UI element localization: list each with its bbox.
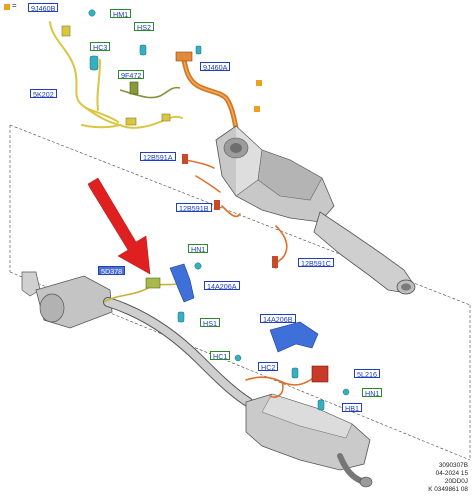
- legend-orange-square: [4, 4, 10, 10]
- label-hs1: HS1: [200, 318, 220, 328]
- label-5k202: 5K202: [30, 89, 57, 99]
- sensor-5l216-body: [311, 365, 329, 383]
- bracket-14a206b: [269, 321, 319, 353]
- label-hb1: HB1: [342, 403, 362, 413]
- label-hc3: HC3: [90, 42, 111, 52]
- stamp-line-2: 04-2024 15: [435, 470, 468, 477]
- label-hn1-top: HN1: [188, 244, 209, 254]
- sensor-12b591a: [182, 154, 188, 164]
- orange-marker-2: [254, 106, 260, 112]
- label-12b591b: 12B591B: [176, 203, 212, 213]
- label-hc2: HC2: [258, 362, 279, 372]
- sensor-9f472-body: [129, 81, 139, 95]
- stamp-line-4: K 0349861 08: [428, 486, 468, 493]
- yellow-connector-1: [61, 25, 71, 37]
- rear-pipe-fill: [104, 298, 252, 406]
- label-5l216: 5L216: [354, 369, 380, 379]
- label-hm1: HM1: [110, 9, 132, 19]
- label-14a206a: 14A206A: [204, 281, 240, 291]
- resonator-front: [21, 271, 113, 329]
- orange-bracket-top: [175, 51, 193, 62]
- sensor-5d378-body: [145, 277, 161, 289]
- bracket-14a206a: [169, 263, 195, 303]
- sensor-wire-9f472: [119, 86, 181, 99]
- label-hs2: HS2: [134, 22, 154, 32]
- label-9f472: 9F472: [118, 70, 145, 80]
- reference-stamp: 3090307B 04-2024 15 20DD0J K 0349861 08: [428, 462, 468, 494]
- label-14a206b: 14A206B: [260, 314, 296, 324]
- catalytic-converter: [215, 125, 335, 223]
- label-12b591c: 12B591C: [298, 258, 334, 268]
- label-5d378-highlighted: 5D378: [98, 266, 126, 276]
- legend-equals: =: [12, 1, 17, 10]
- label-9j460a: 9J460A: [200, 62, 231, 72]
- red-pointer-arrow: [87, 177, 151, 275]
- upper-wiring-harness: [49, 21, 183, 129]
- front-downpipe: [313, 211, 416, 295]
- stamp-line-3: 20DD0J: [444, 478, 468, 485]
- label-9j460b: 9J460B: [28, 3, 59, 13]
- upper-orange-pipe-highlight: [183, 59, 237, 129]
- sensor-12b591b: [214, 200, 220, 210]
- label-hn1-bottom: HN1: [362, 388, 383, 398]
- rear-orange-wiring: [245, 375, 317, 398]
- sensor-12b591c: [272, 256, 278, 268]
- stamp-line-1: 3090307B: [438, 462, 468, 469]
- yellow-connector-3: [161, 113, 171, 122]
- label-hc1: HC1: [210, 351, 231, 361]
- cyan-clips-bottom: [177, 262, 350, 411]
- rear-muffler: [245, 393, 373, 488]
- label-12b591a: 12B591A: [140, 152, 176, 162]
- cyan-clips-top: [88, 9, 202, 71]
- orange-marker-1: [256, 80, 262, 86]
- yellow-connector-2: [125, 117, 137, 126]
